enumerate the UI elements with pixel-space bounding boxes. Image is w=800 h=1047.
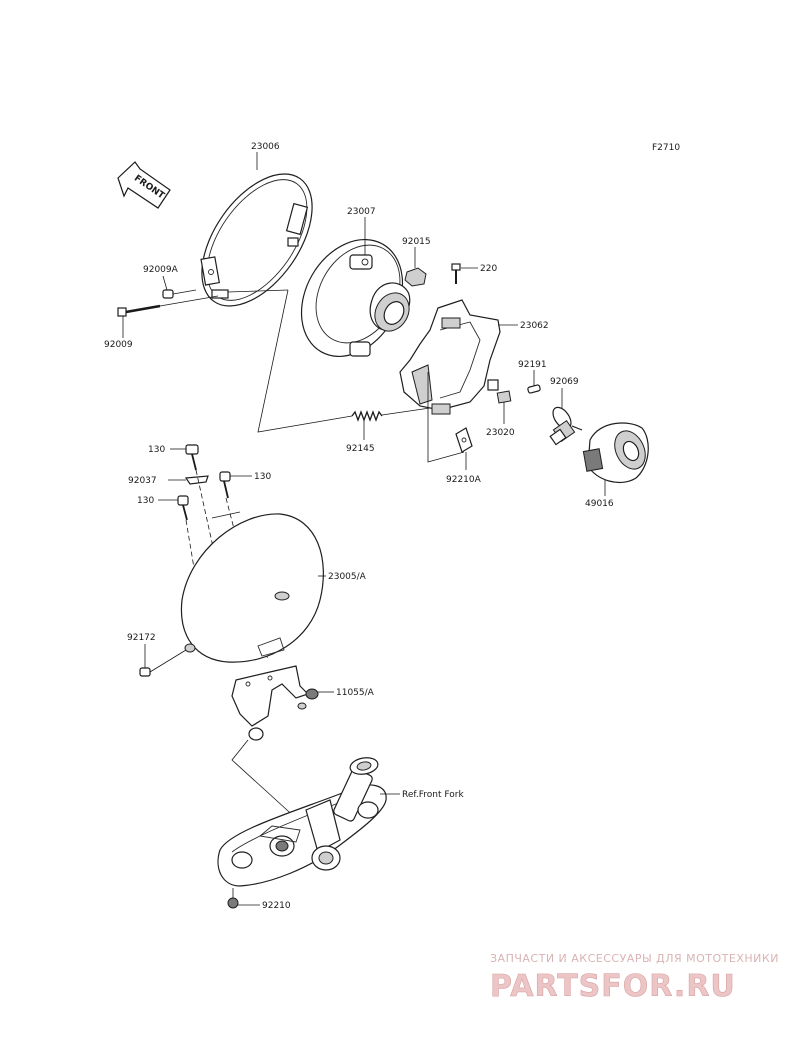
part-label-92009: 92009: [104, 340, 133, 350]
reference-label-front-fork: Ref.Front Fork: [402, 790, 464, 800]
bolt-130-left: [177, 495, 189, 521]
part-label-92210: 92210: [262, 901, 291, 911]
part-label-23005a: 23005/A: [328, 572, 367, 582]
bolt-130-top: [185, 444, 199, 471]
figure-code: F2710: [652, 143, 680, 153]
part-label-23006: 23006: [251, 142, 280, 152]
part-label-92009a: 92009A: [143, 265, 179, 275]
part-label-92210a: 92210A: [446, 475, 482, 485]
front-fork-bracket: [217, 757, 387, 887]
part-label-92037: 92037: [128, 476, 157, 486]
plate-92210a: [455, 427, 473, 453]
part-label-220: 220: [480, 264, 497, 274]
part-label-11055a: 11055/A: [336, 688, 375, 698]
screw-92172: [139, 649, 187, 677]
part-label-130-left: 130: [137, 496, 154, 506]
cowl-bracket-11055a: [231, 665, 319, 741]
screw-92009: [117, 295, 219, 317]
part-label-23020: 23020: [486, 428, 515, 438]
screw-220: [451, 263, 461, 284]
bolt-92210: [227, 888, 239, 909]
part-label-92145: 92145: [346, 444, 375, 454]
headlight-cowl: [180, 513, 324, 663]
part-label-92015: 92015: [402, 237, 431, 247]
bulb-92069: [549, 406, 583, 446]
front-arrow-icon: FRONT: [117, 161, 171, 209]
watermark-tagline: ЗАПЧАСТИ И АКСЕССУАРЫ ДЛЯ МОТОТЕХНИКИ: [490, 952, 779, 965]
headlight-bracket: [399, 299, 501, 415]
block-23020: [496, 390, 512, 404]
part-label-92172: 92172: [127, 633, 156, 643]
part-label-130-top: 130: [148, 445, 165, 455]
spring-92145: [351, 407, 431, 422]
part-label-130-right: 130: [254, 472, 271, 482]
part-label-23062: 23062: [520, 321, 549, 331]
bolt-130-right: [219, 471, 231, 499]
pin-92191: [527, 384, 541, 394]
part-label-92069: 92069: [550, 377, 579, 387]
dust-cover-49016: [582, 422, 649, 483]
nut-92015: [404, 267, 427, 287]
headlight-rim: [200, 173, 313, 307]
grommet-92037: [184, 475, 209, 485]
part-label-92191: 92191: [518, 360, 547, 370]
headlight-housing: [300, 238, 411, 358]
part-label-23007: 23007: [347, 207, 376, 217]
bolt-92009a: [162, 289, 197, 299]
watermark-brand: PARTSFOR.RU: [490, 969, 736, 1004]
part-label-49016: 49016: [585, 499, 614, 509]
